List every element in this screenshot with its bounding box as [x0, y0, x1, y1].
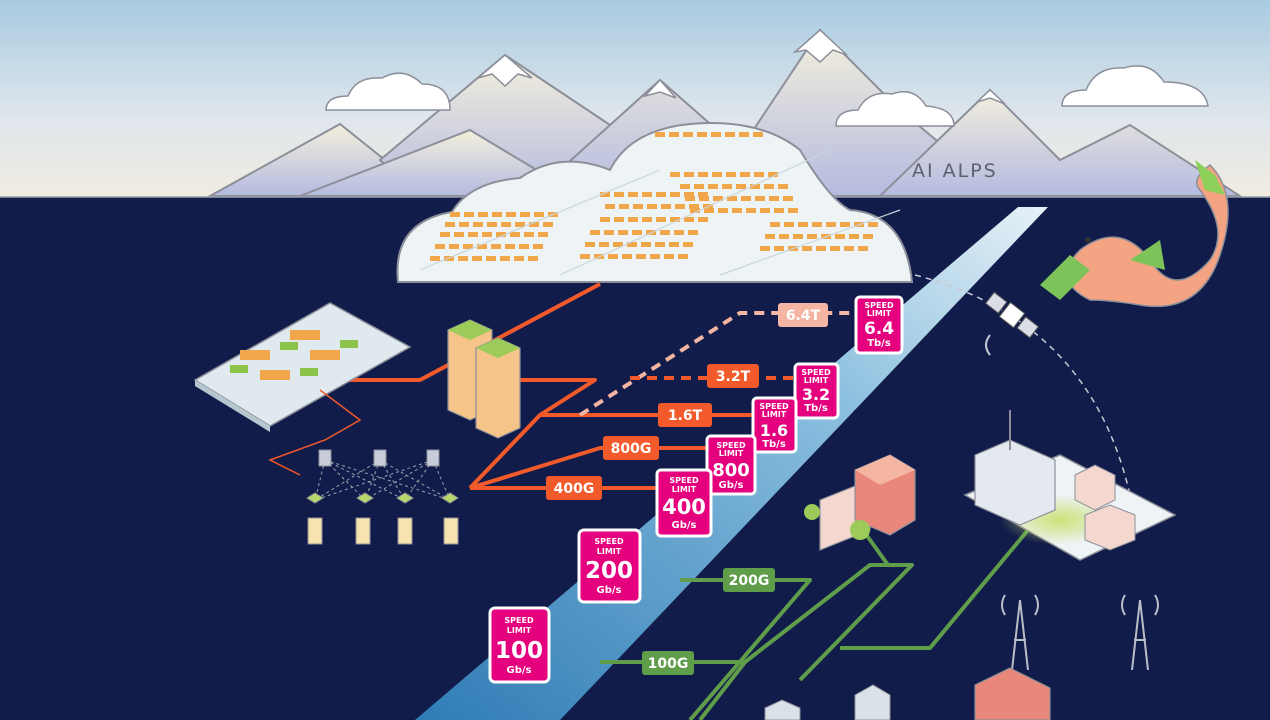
- svg-text:LIMIT: LIMIT: [762, 410, 787, 419]
- svg-text:6.4T: 6.4T: [786, 308, 821, 324]
- svg-text:Tb/s: Tb/s: [804, 403, 828, 414]
- rate-label-400g: 400G: [546, 476, 602, 500]
- server-towers: [447, 319, 521, 439]
- svg-text:200: 200: [585, 558, 633, 584]
- edge-datacenter: [193, 302, 412, 432]
- svg-text:LIMIT: LIMIT: [804, 376, 829, 385]
- bottom-buildings: [764, 667, 1051, 720]
- svg-text:100: 100: [495, 638, 543, 664]
- svg-text:SPEED: SPEED: [801, 368, 831, 377]
- dragon-icon: [1040, 160, 1229, 308]
- speed-limit-sign-800: SPEED LIMIT 800 Gb/s: [705, 434, 757, 496]
- svg-text:1.6T: 1.6T: [668, 408, 703, 424]
- svg-text:3.2: 3.2: [802, 385, 830, 404]
- speed-limit-sign-1-6: SPEED LIMIT 1.6 Tb/s: [751, 396, 798, 454]
- cell-towers: [1001, 594, 1159, 671]
- svg-text:SPEED: SPEED: [864, 301, 894, 310]
- rate-label-100g: 100G: [642, 651, 694, 675]
- rate-label-800g: 800G: [603, 436, 659, 460]
- snow-caps: [477, 28, 1006, 105]
- svg-text:Tb/s: Tb/s: [762, 439, 786, 450]
- satellite-icon: [914, 274, 1131, 496]
- svg-text:Gb/s: Gb/s: [597, 585, 622, 596]
- svg-text:400: 400: [662, 495, 706, 519]
- svg-text:SPEED: SPEED: [504, 616, 534, 625]
- svg-text:400G: 400G: [554, 481, 595, 497]
- svg-text:6.4: 6.4: [864, 319, 894, 339]
- svg-text:100G: 100G: [648, 656, 689, 672]
- svg-text:LIMIT: LIMIT: [597, 547, 622, 556]
- svg-text:SPEED: SPEED: [669, 476, 699, 485]
- svg-text:1.6: 1.6: [760, 421, 788, 440]
- office-building: [804, 454, 916, 551]
- rate-label-200g: 200G: [723, 568, 775, 592]
- svg-text:Gb/s: Gb/s: [507, 665, 532, 676]
- svg-text:Tb/s: Tb/s: [867, 338, 891, 349]
- svg-text:SPEED: SPEED: [759, 402, 789, 411]
- svg-text:Gb/s: Gb/s: [672, 520, 697, 531]
- svg-text:800G: 800G: [611, 441, 652, 457]
- spine-leaf-topology: [268, 389, 459, 545]
- svg-text:LIMIT: LIMIT: [719, 449, 744, 458]
- svg-text:Gb/s: Gb/s: [719, 480, 744, 491]
- clouds: [325, 65, 1209, 127]
- svg-text:800: 800: [712, 460, 750, 481]
- ai-datacenter-cloud: [396, 122, 914, 283]
- speed-limit-sign-200: SPEED LIMIT 200 Gb/s: [577, 528, 642, 604]
- rate-label-6-4t: 6.4T: [778, 303, 828, 327]
- mountains-label: AI ALPS: [912, 160, 998, 182]
- svg-text:SPEED: SPEED: [716, 441, 746, 450]
- speed-limit-sign-3-2: SPEED LIMIT 3.2 Tb/s: [793, 362, 840, 420]
- speed-limit-sign-100: SPEED LIMIT 100 Gb/s: [488, 606, 551, 684]
- rate-label-1-6t: 1.6T: [658, 403, 712, 427]
- speed-limit-sign-400: SPEED LIMIT 400 Gb/s: [655, 468, 713, 538]
- rate-label-3-2t: 3.2T: [707, 364, 759, 388]
- svg-text:SPEED: SPEED: [594, 537, 624, 546]
- svg-text:3.2T: 3.2T: [716, 369, 751, 385]
- corporate-campus: [963, 410, 1177, 561]
- svg-text:LIMIT: LIMIT: [507, 626, 532, 635]
- svg-text:200G: 200G: [729, 573, 770, 589]
- svg-text:LIMIT: LIMIT: [672, 485, 697, 494]
- svg-text:LIMIT: LIMIT: [867, 309, 892, 318]
- speed-limit-sign-6-4: SPEED LIMIT 6.4 Tb/s: [854, 295, 904, 355]
